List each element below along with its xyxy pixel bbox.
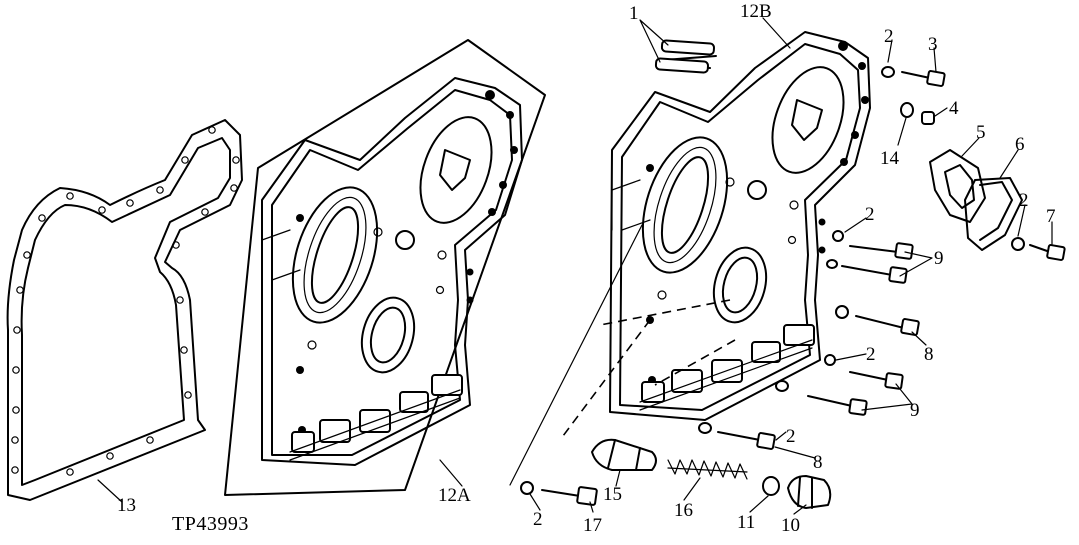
assembly-boundary-12A [224,39,546,496]
callout-13: 13 [117,495,136,516]
callout-2-mid: 2 [865,204,875,225]
o-ring-11 [762,476,780,496]
gasket-bolt-holes [11,126,240,476]
callout-16: 16 [674,500,693,521]
callout-15: 15 [603,484,622,505]
washer-2-mid [832,230,844,242]
callout-10: 10 [781,515,800,536]
assembly-line-12B-valve [559,299,736,441]
bolt-17 [520,481,598,506]
callout-9-upper: 9 [934,248,944,269]
bolt-8-lower [698,422,776,450]
callout-12A: 12A [438,485,471,506]
dowel-pins-1 [654,39,717,74]
front-plate-12B-bolt-holes [646,41,869,384]
callout-4: 4 [949,98,959,119]
cover-plate-6 [964,177,1023,251]
figure-reference-id: TP43993 [172,513,249,535]
callout-8-upper: 8 [924,344,934,365]
bolts-9-upper [826,242,914,284]
washer-2-lower [824,354,836,366]
callout-8-lower: 8 [813,452,823,473]
spring-16 [667,459,748,480]
nut-4 [921,111,935,125]
front-plate-bosses [289,374,463,461]
callout-2-bolt8: 2 [786,426,796,447]
bolt-7 [1029,244,1066,261]
bolt-3 [901,70,946,87]
callout-6: 6 [1015,134,1025,155]
leader-lines [97,17,1053,515]
valve-15 [591,438,657,471]
washer-2-top [881,66,895,78]
callout-14: 14 [880,148,900,169]
callout-11: 11 [737,512,755,533]
callout-9-lower: 9 [910,400,920,421]
front-plate-12B [509,31,871,486]
bolt-8-upper [835,305,920,336]
bolts-9-lower [775,371,904,416]
callout-2-lower: 2 [866,344,876,365]
callout-12B: 12B [740,1,772,22]
callout-2-right: 2 [1019,190,1029,211]
callout-17: 17 [583,515,602,536]
front-plate-bolt-holes [296,90,518,434]
gasket-5 [929,149,986,223]
callout-1: 1 [629,3,639,24]
gasket-13 [6,119,243,501]
callout-2-top: 2 [884,26,894,47]
front-plate-12A [261,77,523,466]
washer-14 [900,102,914,118]
callout-2-bottom: 2 [533,509,543,530]
washer-2-right [1011,237,1025,251]
assembly-line-12B-bolt [509,224,643,486]
callout-7: 7 [1046,206,1056,227]
callout-3: 3 [928,34,938,55]
callout-5: 5 [976,122,986,143]
front-plate-12B-bosses [639,324,815,411]
plug-10 [787,475,832,509]
callout-labels: 1 12B 2 3 4 14 5 6 2 7 2 9 8 2 9 2 8 15 … [117,1,1056,536]
